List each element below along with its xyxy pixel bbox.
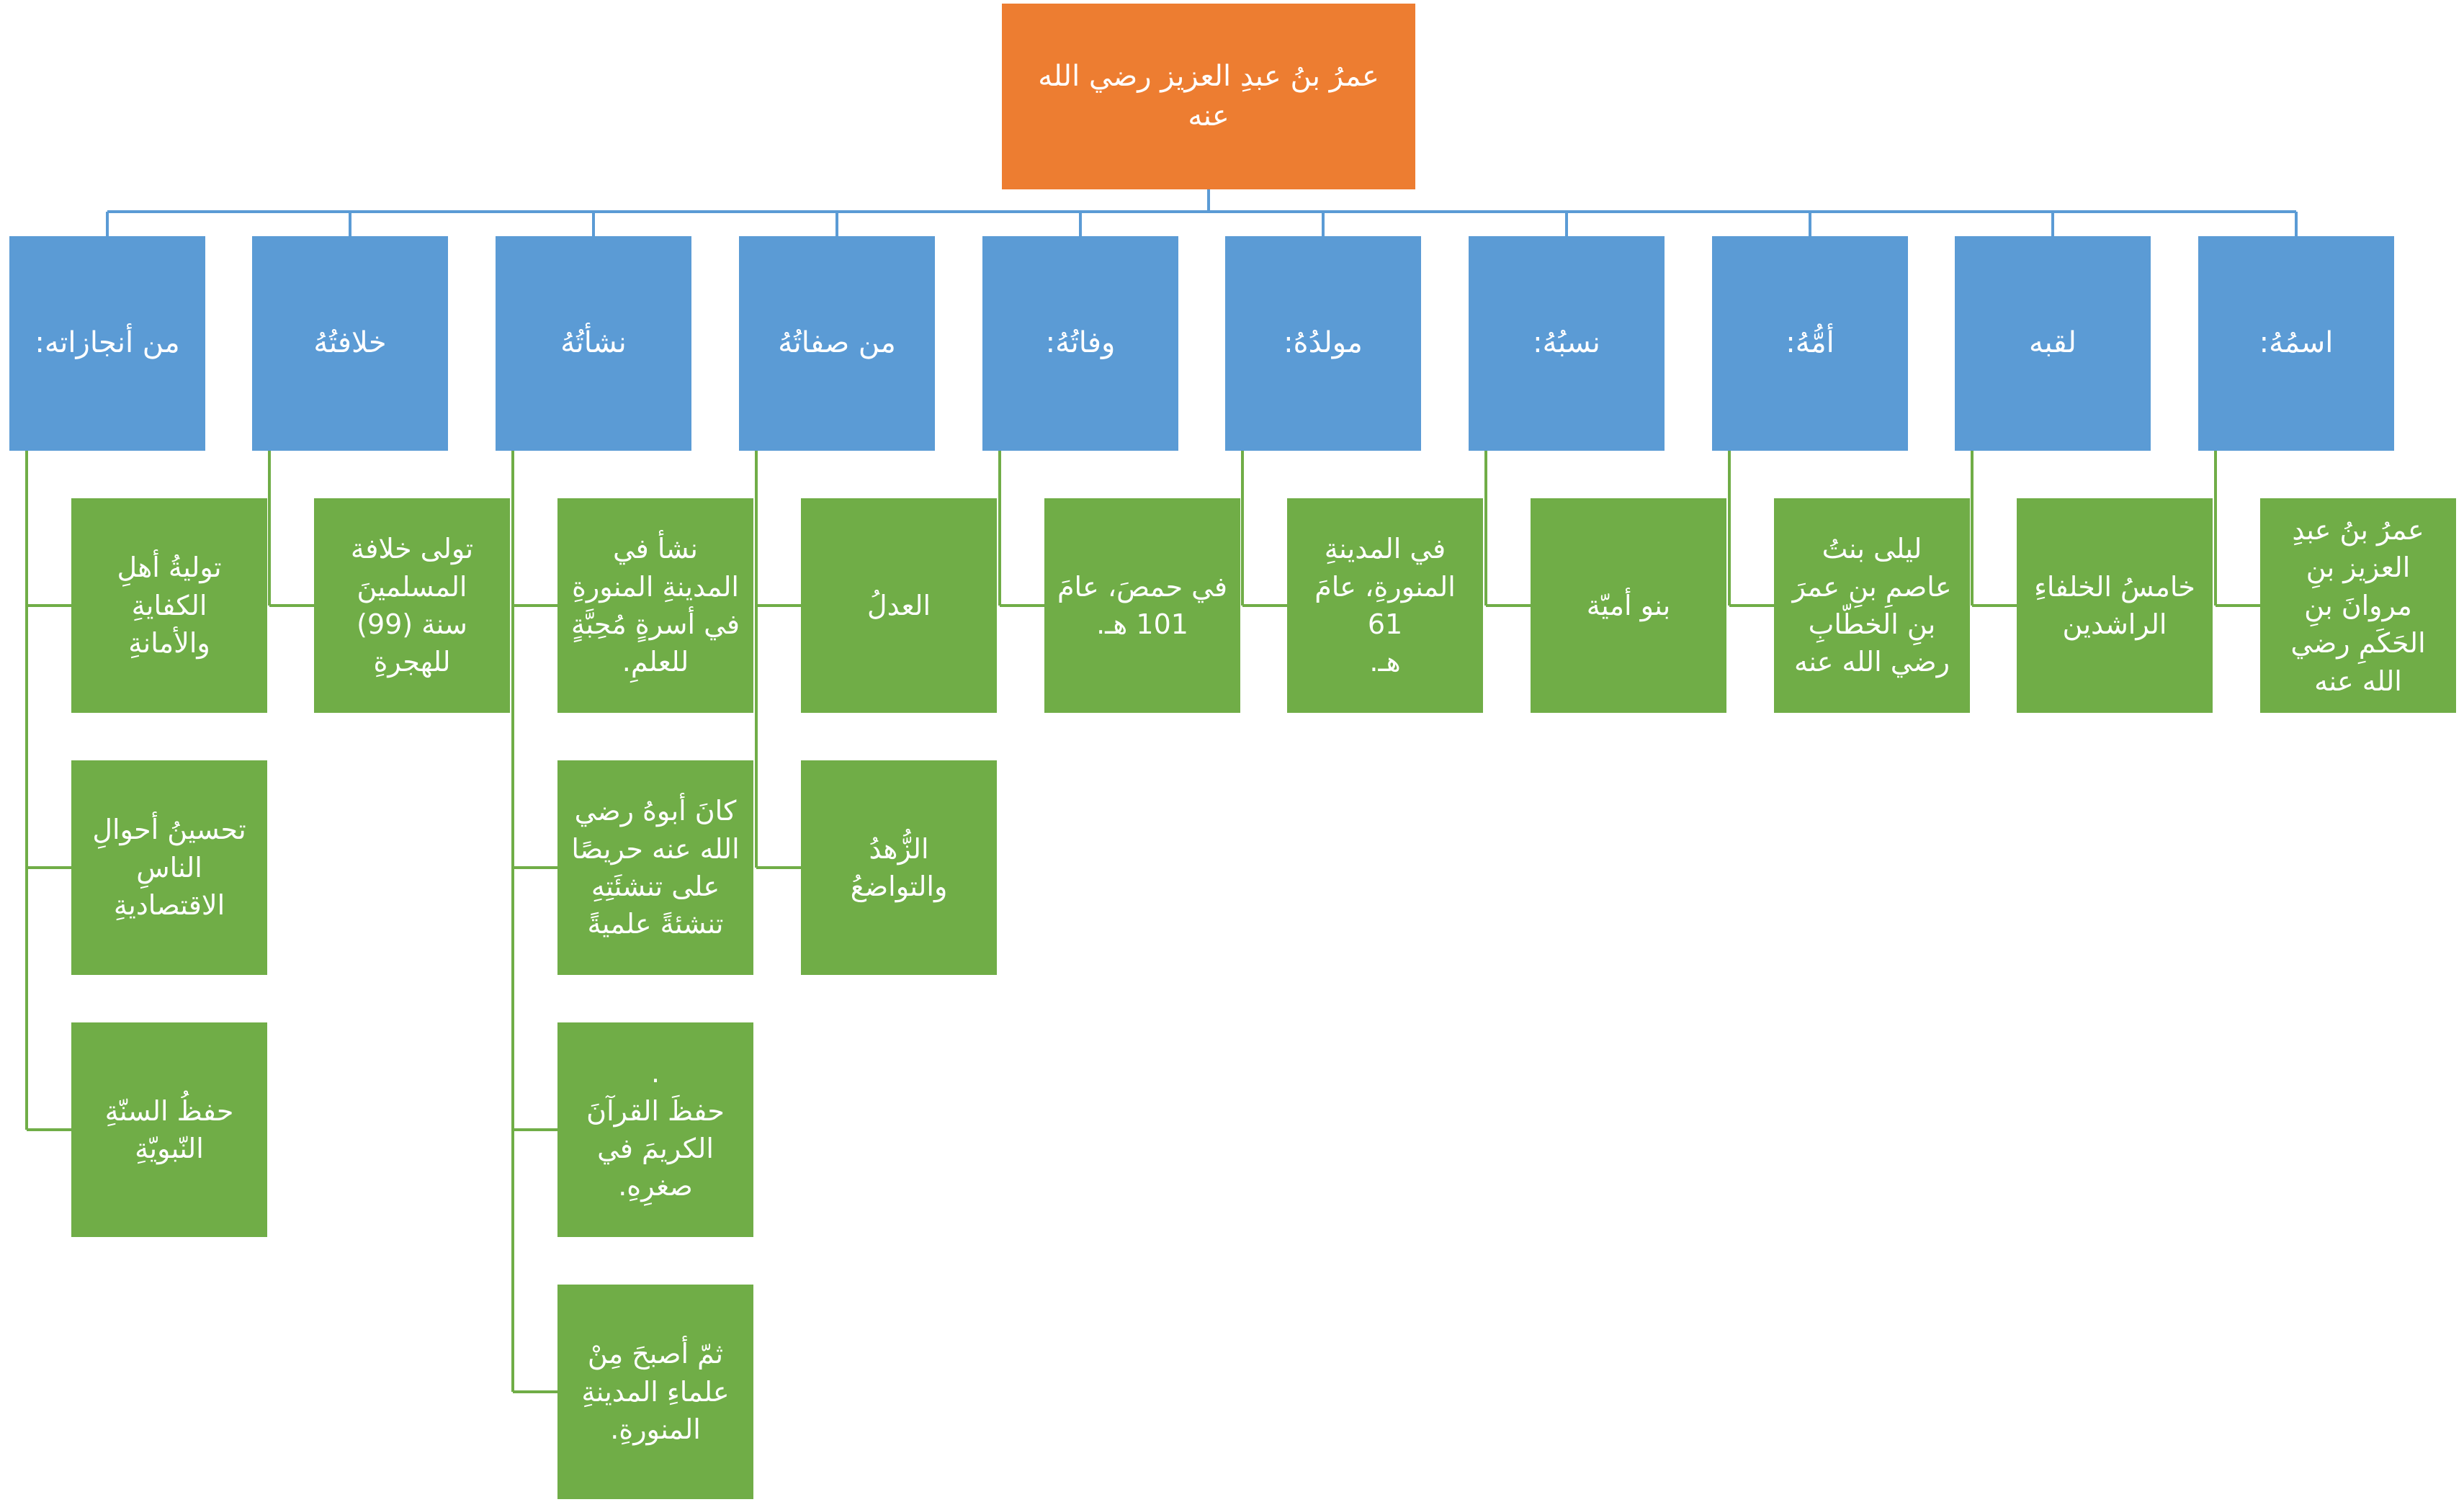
leaf-item: تولى خلافة المسلمينَ سنة (99) للهجرةِ bbox=[314, 498, 510, 713]
leaf-item: كانَ أبوهُ رضي الله عنه حريصًا على تنشئَ… bbox=[557, 760, 753, 975]
leaf-item: نشأ في المدينةِ المنورةِ في أسرةٍ مُحِبَ… bbox=[557, 498, 753, 713]
category-10: من أنجازاته: bbox=[9, 236, 205, 451]
category-8: نشأتُهُ bbox=[496, 236, 691, 451]
leaf-item: ليلى بنتُ عاصمِ بنِ عمرَ بنِ الخطّابِ رض… bbox=[1774, 498, 1970, 713]
category-4: نسبُهُ: bbox=[1469, 236, 1665, 451]
root-node: عمرُ بنُ عبدِ العزيز رضي الله عنه bbox=[1002, 4, 1415, 189]
category-9: خلافتُهُ bbox=[252, 236, 448, 451]
category-6: وفاتُهُ: bbox=[982, 236, 1178, 451]
leaf-item: . حفظَ القرآنَ الكريمَ في صغرِهِ. bbox=[557, 1022, 753, 1237]
leaf-item: تحسينُ أحوالِ الناسِ الاقتصاديةِ bbox=[71, 760, 267, 975]
leaf-item: الزُّهدُ والتواضعُ bbox=[801, 760, 997, 975]
leaf-item: في المدينةِ المنورةِ، عامَ 61 هـ. bbox=[1287, 498, 1483, 713]
leaf-item: خامسُ الخلفاءِ الراشدين bbox=[2017, 498, 2213, 713]
category-2: لقبه bbox=[1955, 236, 2151, 451]
leaf-item: في حمصَ، عامَ 101 هـ. bbox=[1044, 498, 1240, 713]
leaf-item: بنو أميّة bbox=[1531, 498, 1726, 713]
category-7: من صفاتُهُ bbox=[739, 236, 935, 451]
category-5: مولدُهُ: bbox=[1225, 236, 1421, 451]
category-1: اسمُهُ: bbox=[2198, 236, 2394, 451]
leaf-item: عمرُ بنُ عبدِ العزيز بنِ مروانَ بنِ الحَ… bbox=[2260, 498, 2456, 713]
leaf-item: توليةُ أهلِ الكفايةِ والأمانةِ bbox=[71, 498, 267, 713]
leaf-item: العدلُ bbox=[801, 498, 997, 713]
leaf-item: ثمّ أصبحَ مِنْ علماءِ المدينةِ المنورةِ. bbox=[557, 1285, 753, 1499]
leaf-item: حفظُ السنّةِ النّبويّةِ bbox=[71, 1022, 267, 1237]
category-3: أمُّهُ: bbox=[1712, 236, 1908, 451]
